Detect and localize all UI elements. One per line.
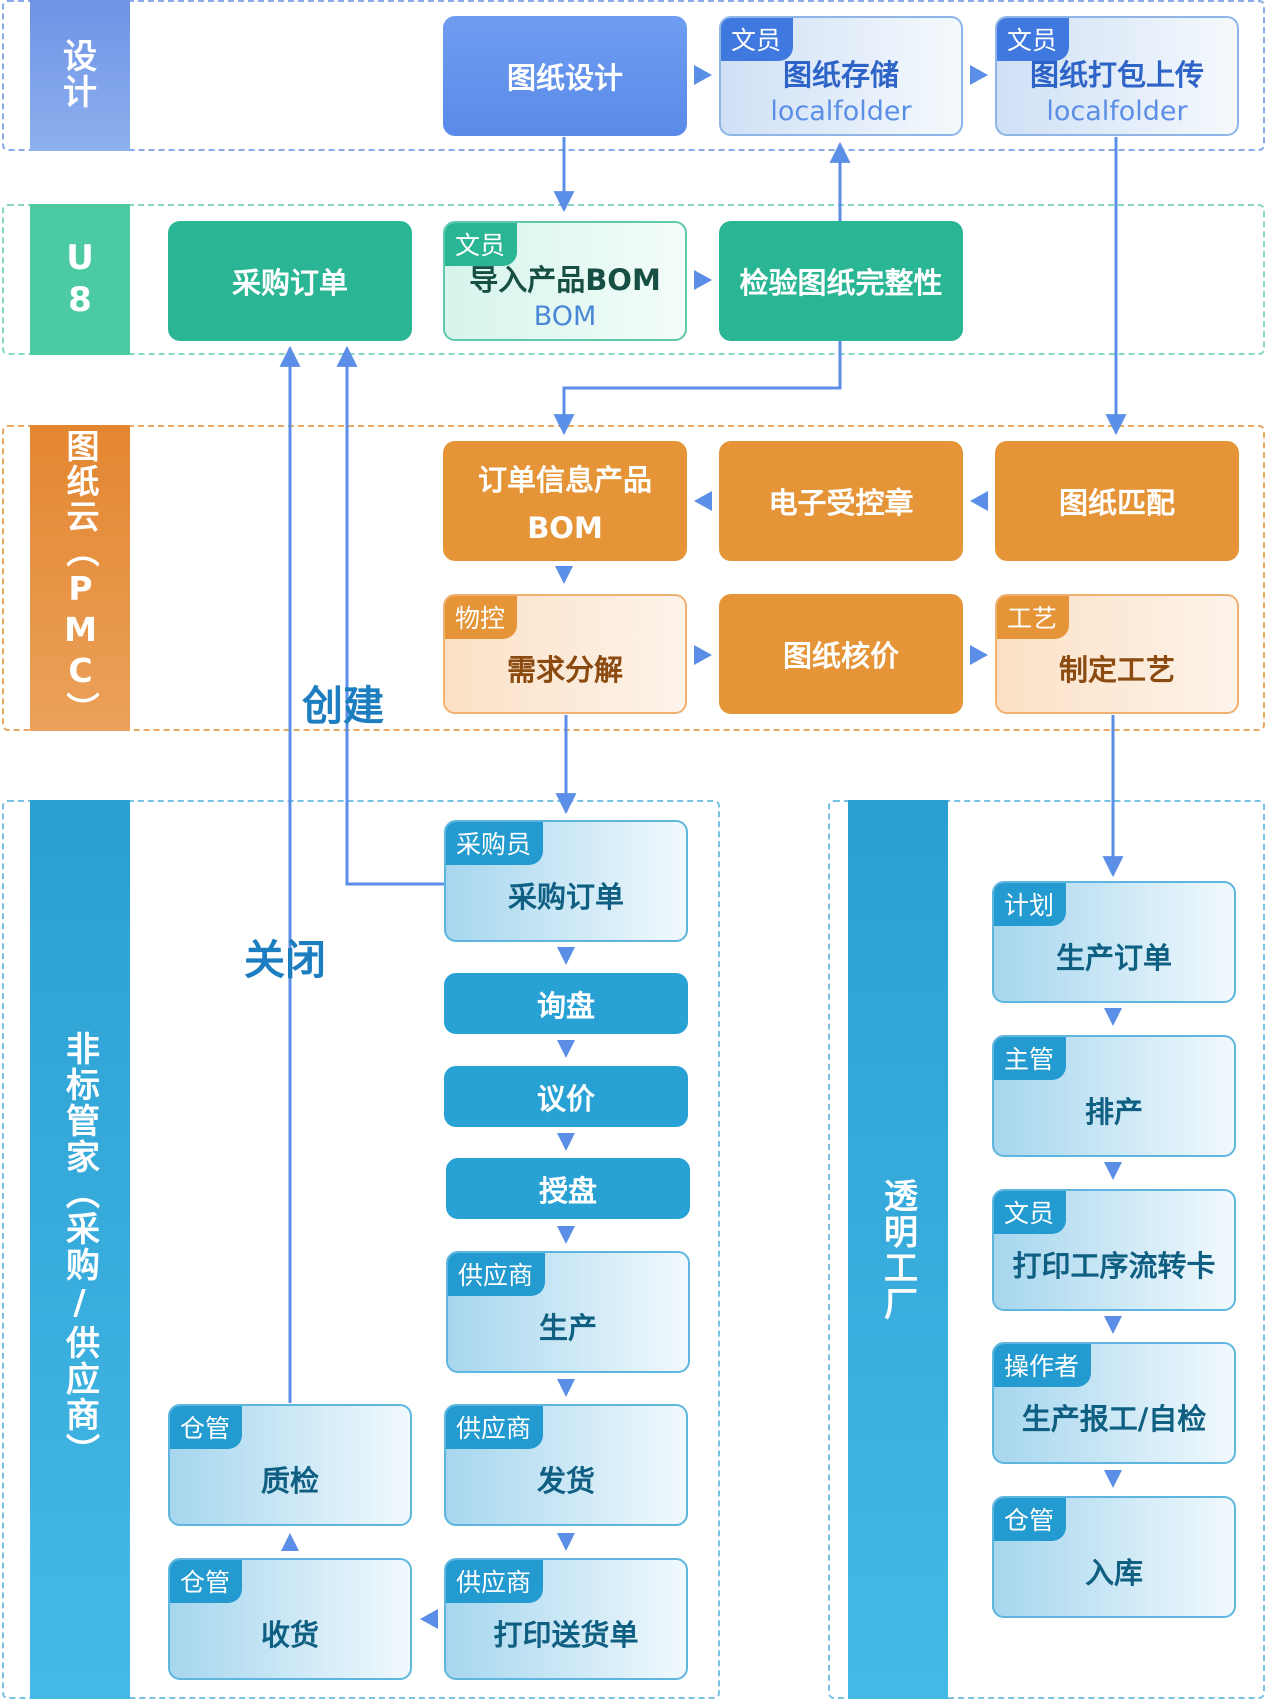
node-check-integrity[interactable]: 检验图纸完整性 xyxy=(719,221,963,341)
node-supplier-shipping[interactable]: 供应商 发货 xyxy=(444,1404,688,1526)
node-warehouse-storage[interactable]: 仓管 入库 xyxy=(992,1496,1236,1618)
node-drawing-design[interactable]: 图纸设计 xyxy=(443,16,687,136)
node-negotiation[interactable]: 议价 xyxy=(444,1066,688,1127)
node-buyer-purchase-order[interactable]: 采购员 采购订单 xyxy=(444,820,688,942)
node-supervisor-schedule[interactable]: 主管 排产 xyxy=(992,1035,1236,1157)
node-supplier-production[interactable]: 供应商 生产 xyxy=(446,1251,690,1373)
label-create: 创建 xyxy=(302,682,384,730)
node-drawing-storage[interactable]: 文员 图纸存储 localfolder xyxy=(719,16,963,136)
node-import-bom[interactable]: 文员 导入产品BOM BOM xyxy=(443,221,687,341)
lane-label-design: 设计 xyxy=(30,0,130,151)
node-u8-purchase-order[interactable]: 采购订单 xyxy=(168,221,412,341)
lane-label-factory: 透明工厂 xyxy=(848,800,948,1699)
node-supplier-print-delivery[interactable]: 供应商 打印送货单 xyxy=(444,1558,688,1680)
node-e-stamp[interactable]: 电子受控章 xyxy=(719,441,963,561)
node-drawing-pricing[interactable]: 图纸核价 xyxy=(719,594,963,714)
lane-factory xyxy=(828,800,1265,1699)
label-close: 关闭 xyxy=(244,936,326,984)
lane-label-nonstd: 非标管家（采购/供应商） xyxy=(30,800,130,1699)
lane-design xyxy=(2,0,1265,151)
node-award[interactable]: 授盘 xyxy=(446,1158,690,1219)
node-drawing-pack-upload[interactable]: 文员 图纸打包上传 localfolder xyxy=(995,16,1239,136)
node-drawing-match[interactable]: 图纸匹配 xyxy=(995,441,1239,561)
node-warehouse-receive[interactable]: 仓管 收货 xyxy=(168,1558,412,1680)
lane-label-u8: U8 xyxy=(30,204,130,355)
node-operator-report[interactable]: 操作者 生产报工/自检 xyxy=(992,1342,1236,1464)
node-order-info-bom[interactable]: 订单信息产品 BOM xyxy=(443,441,687,561)
lane-label-pmc: 图纸云（PMC） xyxy=(30,425,130,731)
node-demand-breakdown[interactable]: 物控 需求分解 xyxy=(443,594,687,714)
node-inquiry[interactable]: 询盘 xyxy=(444,973,688,1034)
node-plan-production-order[interactable]: 计划 生产订单 xyxy=(992,881,1236,1003)
node-clerk-print-card[interactable]: 文员 打印工序流转卡 xyxy=(992,1189,1236,1311)
node-warehouse-qc[interactable]: 仓管 质检 xyxy=(168,1404,412,1526)
node-make-process[interactable]: 工艺 制定工艺 xyxy=(995,594,1239,714)
